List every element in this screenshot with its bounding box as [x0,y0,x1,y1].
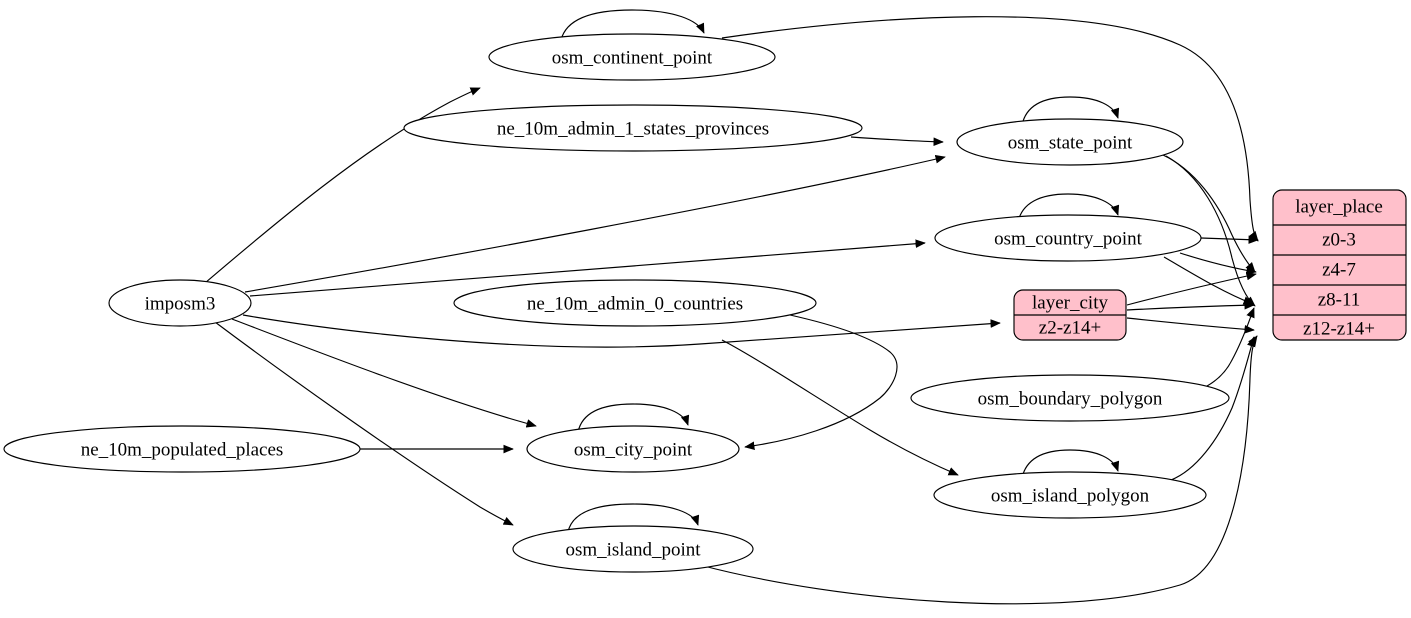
edge-ne_10m_admin_0_countries-to-osm_city_point [744,314,898,451]
edge-osm_state_point-to-layer_place-z8-11 [1165,155,1256,307]
edge-imposm3-to-osm_continent_point [204,87,481,284]
edge-osm_state_point-self-loop [1021,96,1120,126]
edge-osm_island_polygon-to-layer_place-z12-z14+ [1170,336,1256,481]
record-node-layer_place[interactable]: layer_place z0-3 z4-7 z8-11 z12-z14+ [1272,189,1407,341]
edge-osm_city_point-to-osm_island_polygon [721,339,959,476]
node-label-osm_island_polygon: osm_island_polygon [991,486,1150,507]
node-label-osm_city_point: osm_city_point [574,440,693,461]
node-ne_10m_populated_places[interactable]: ne_10m_populated_places [3,425,361,473]
node-label-ne_10m_admin_0_countries: ne_10m_admin_0_countries [527,294,743,315]
edge-layer_city-to-layer_place-z8-11 [1126,300,1255,311]
edge-layer [204,9,1259,605]
edge-imposm3-to-osm_country_point [249,239,926,297]
edge-imposm3-to-osm_state_point [244,154,946,293]
node-osm_state_point[interactable]: osm_state_point [956,118,1184,166]
edge-imposm3-to-osm_island_point [214,321,514,526]
record-row-layer_city-z2-z14+[interactable]: z2-z14+ [1039,318,1101,339]
record-row-layer_place-z4-7[interactable]: z4-7 [1322,260,1356,281]
record-row-layer_place-z0-3[interactable]: z0-3 [1322,230,1356,251]
node-ne_10m_admin_1_states_provinces[interactable]: ne_10m_admin_1_states_provinces [403,104,863,152]
edge-osm_island_point-self-loop [567,503,700,533]
node-osm_continent_point[interactable]: osm_continent_point [488,33,776,81]
record-row-layer_place-z12-z14+[interactable]: z12-z14+ [1303,319,1375,340]
node-osm_city_point[interactable]: osm_city_point [526,425,740,473]
node-label-imposm3: imposm3 [145,294,216,315]
edge-layer_city-to-layer_place-z12-z14+ [1126,317,1255,334]
edge-osm_island_polygon-self-loop [1021,449,1120,479]
node-osm_island_point[interactable]: osm_island_point [512,525,754,573]
edge-osm_country_point-to-layer_place-z0-3 [1200,235,1259,244]
edge-osm_country_point-to-layer_place-z8-11 [1163,256,1254,305]
record-node-layer_city[interactable]: layer_city z2-z14+ [1013,289,1127,341]
record-layer: layer_city z2-z14+ layer_place z0-3 z4-7… [1013,189,1407,341]
record-row-layer_place-z8-11[interactable]: z8-11 [1318,290,1361,311]
node-label-osm_continent_point: osm_continent_point [552,48,713,69]
edge-osm_country_point-to-layer_place-z4-7 [1179,252,1257,275]
node-ne_10m_admin_0_countries[interactable]: ne_10m_admin_0_countries [453,279,817,327]
edge-osm_continent_point-to-layer_place-z0-3 [721,16,1259,242]
edge-ne_10m_admin_1_states_provinces-to-osm_state_point [850,136,944,147]
node-osm_island_polygon[interactable]: osm_island_polygon [933,471,1207,519]
node-label-osm_boundary_polygon: osm_boundary_polygon [978,389,1163,410]
node-label-osm_island_point: osm_island_point [565,540,701,561]
node-label-ne_10m_populated_places: ne_10m_populated_places [81,440,284,461]
node-layer: imposm3 ne_10m_populated_places osm_cont… [3,33,1230,573]
edge-osm_city_point-self-loop [577,403,690,433]
record-row-layer_city-header: layer_city [1032,293,1108,314]
edge-osm_boundary_polygon-to-layer_place-z8-11 [1198,307,1255,391]
node-osm_boundary_polygon[interactable]: osm_boundary_polygon [910,374,1230,422]
node-label-osm_state_point: osm_state_point [1008,133,1133,154]
edge-imposm3-to-osm_city_point [231,318,537,428]
record-row-layer_place-header: layer_place [1295,197,1383,218]
edge-layer_city-to-layer_place-z4-7 [1126,271,1257,306]
edge-osm_island_point-to-layer_place-z12-z14+ [699,335,1258,605]
edge-osm_state_point-to-layer_place-z4-7 [1162,154,1256,273]
edge-osm_continent_point-self-loop [560,9,705,41]
node-label-osm_country_point: osm_country_point [994,229,1142,250]
edge-osm_country_point-self-loop [1017,193,1120,223]
node-label-ne_10m_admin_1_states_provinces: ne_10m_admin_1_states_provinces [497,119,769,140]
edge-imposm3-to-layer_city [242,314,1001,348]
node-osm_country_point[interactable]: osm_country_point [934,214,1202,262]
node-imposm3[interactable]: imposm3 [108,279,252,327]
